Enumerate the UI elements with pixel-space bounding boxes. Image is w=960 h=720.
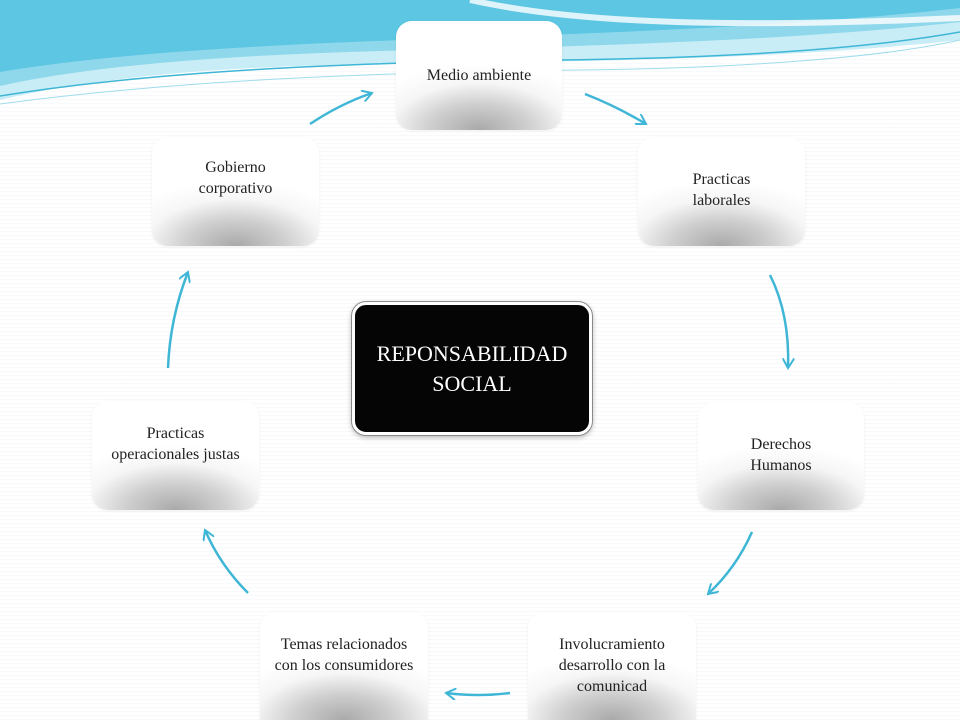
arrow-medio-to-practicas xyxy=(584,92,646,126)
node-label: Involucramiento desarrollo con la comuni… xyxy=(558,636,666,695)
arrow-involucramiento-to-temas xyxy=(446,693,511,695)
node-label: Temas relacionados con los consumidores xyxy=(274,636,414,674)
arrow-gobierno-to-medio xyxy=(309,93,372,126)
arrow-temas-to-practicas-op xyxy=(205,530,249,594)
node-practicas-laborales: Practicas laborales xyxy=(638,137,805,246)
node-label: Practicas laborales xyxy=(692,171,751,209)
node-label: Derechos Humanos xyxy=(750,436,812,474)
node-gobierno-corporativo: Gobierno corporativo xyxy=(152,137,319,246)
node-medio-ambiente: Medio ambiente xyxy=(396,21,562,130)
node-label: Practicas operacionales justas xyxy=(111,425,240,463)
node-label: Gobierno corporativo xyxy=(198,159,273,197)
node-temas-consumidores: Temas relacionados con los consumidores xyxy=(260,612,428,720)
arrow-practicas-to-derechos xyxy=(768,274,788,368)
arrow-practicas-op-to-gobierno xyxy=(166,272,188,369)
node-practicas-operacionales: Practicas operacionales justas xyxy=(92,401,259,510)
node-involucramiento: Involucramiento desarrollo con la comuni… xyxy=(528,612,696,720)
node-derechos-humanos: Derechos Humanos xyxy=(698,402,864,510)
arrow-derechos-to-involucramiento xyxy=(708,531,754,594)
center-node-responsabilidad-social: REPONSABILIDAD SOCIAL xyxy=(352,302,592,435)
node-label: Medio ambiente xyxy=(426,67,532,84)
center-label: REPONSABILIDAD SOCIAL xyxy=(376,340,568,396)
